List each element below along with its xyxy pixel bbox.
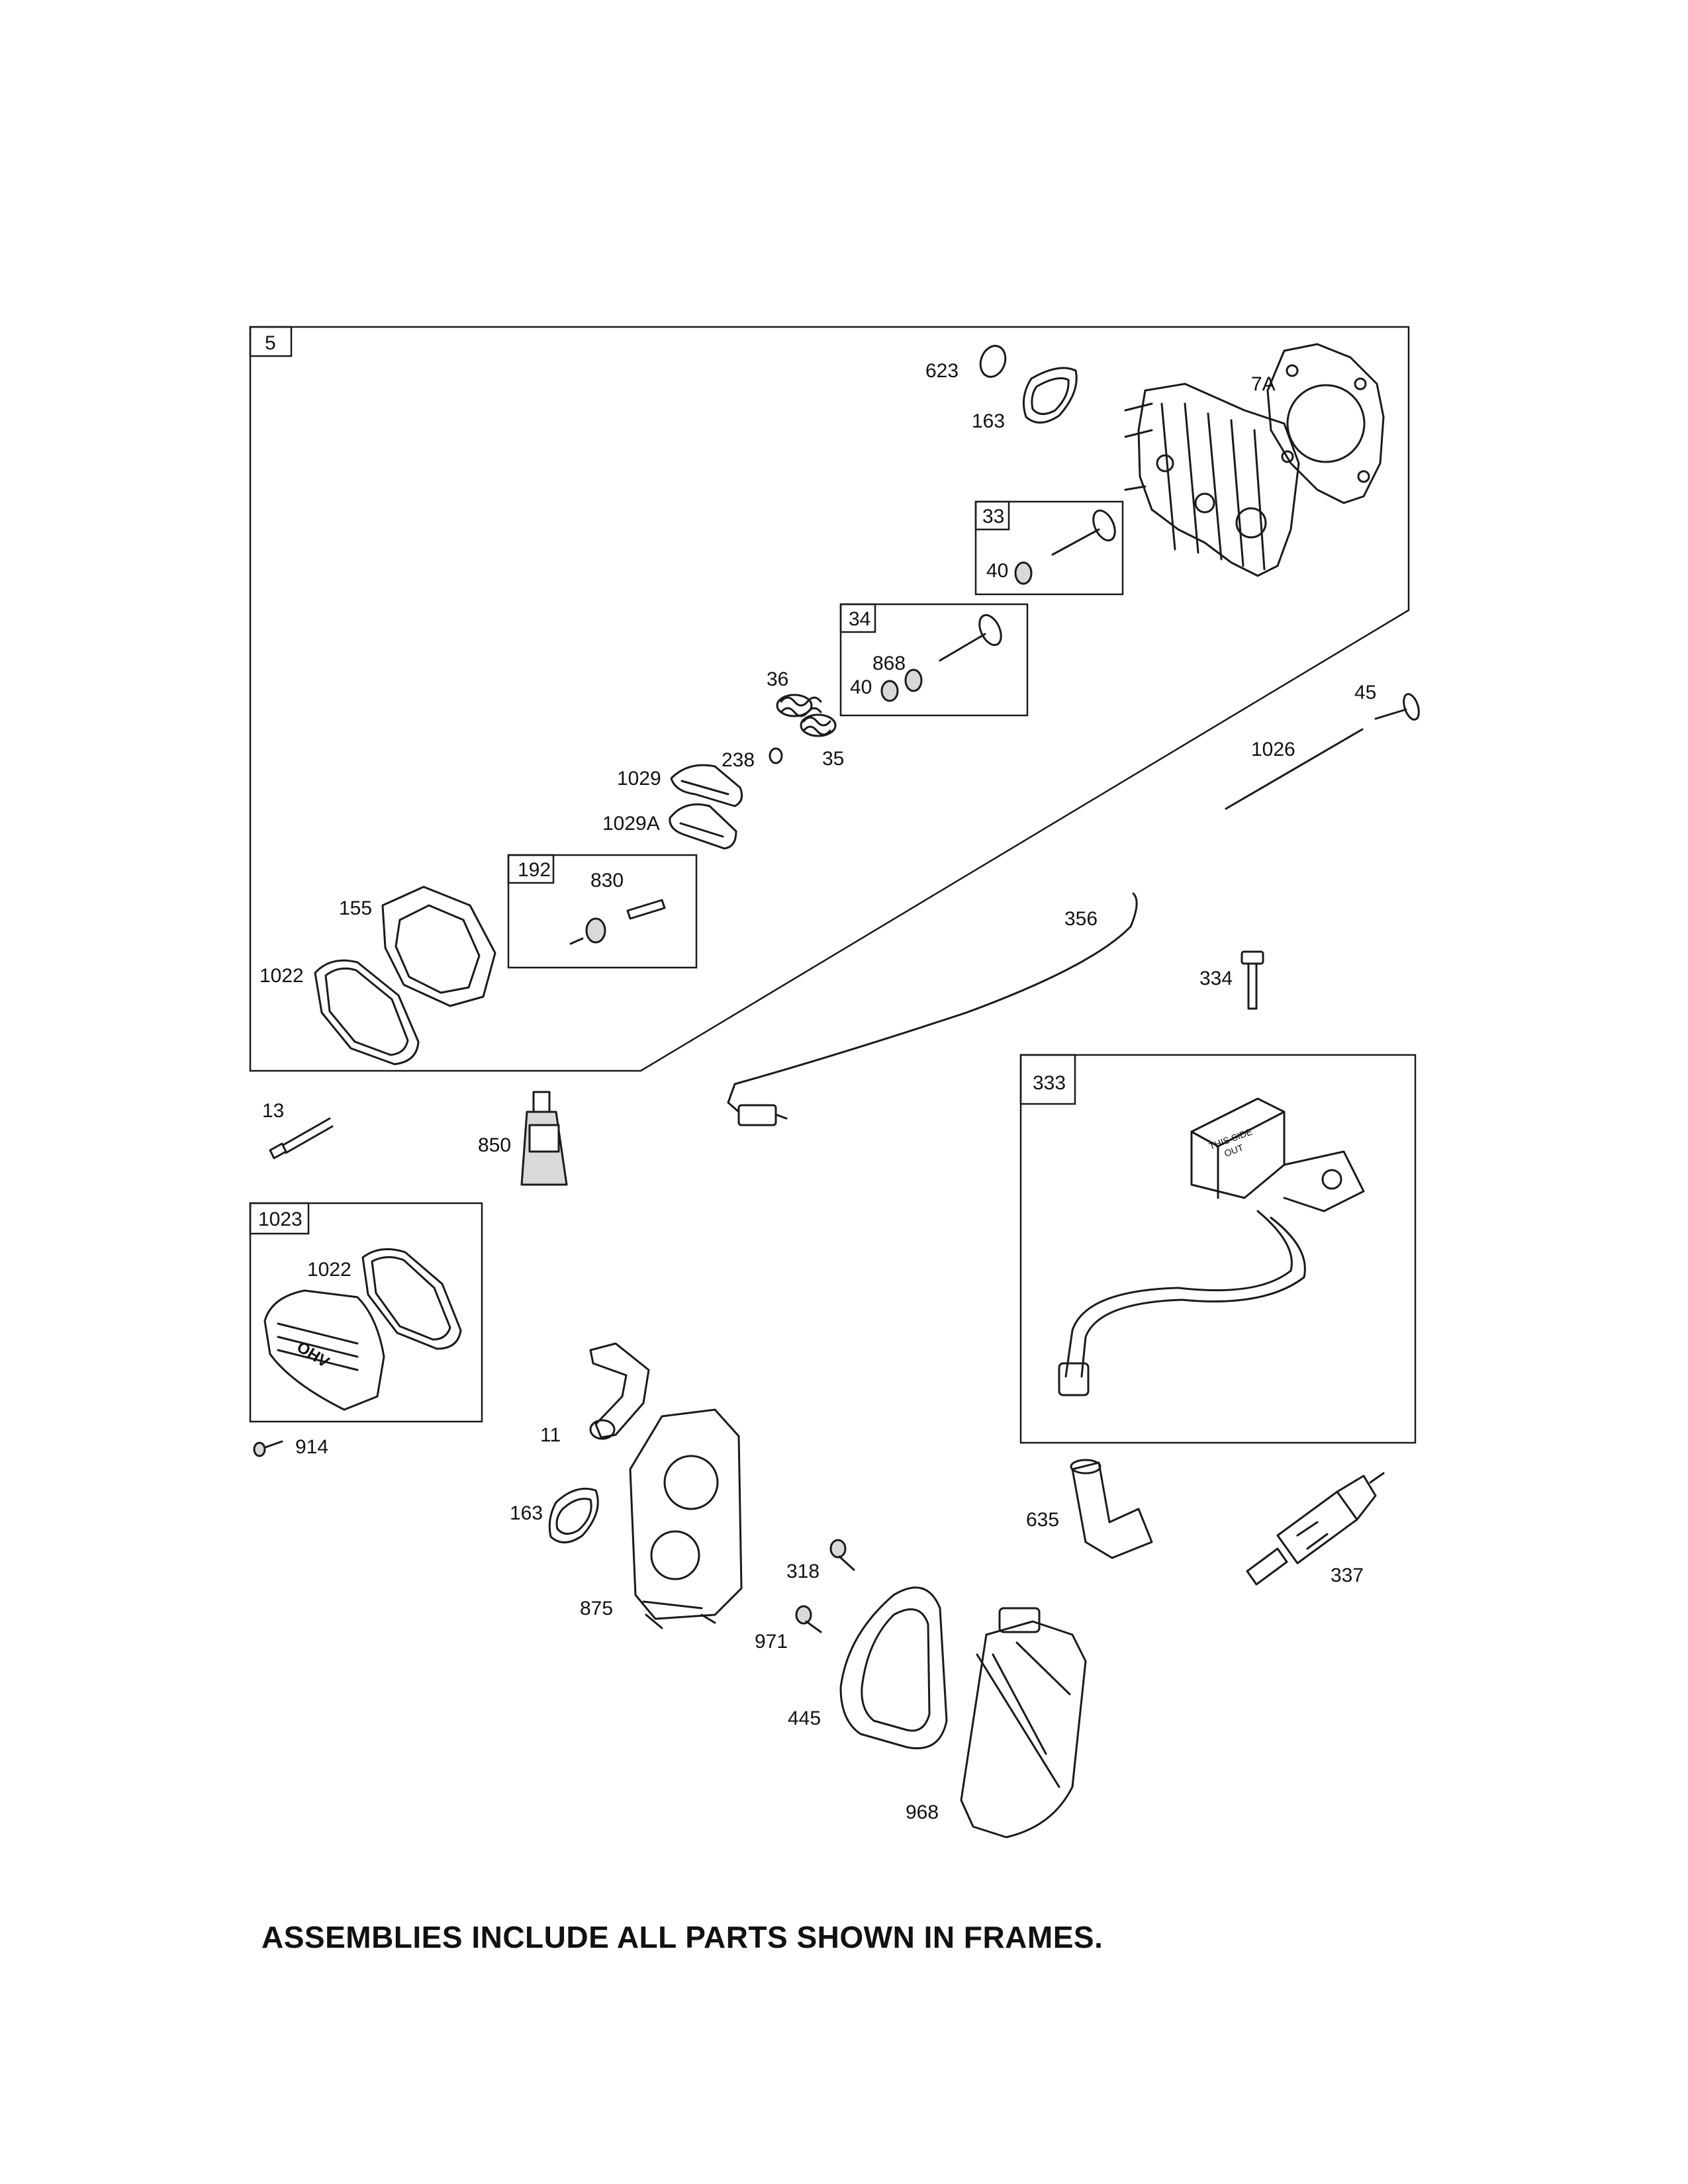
callout-445: 445 <box>788 1707 821 1729</box>
callout-1022-lower: 1022 <box>307 1259 352 1281</box>
callout-45: 45 <box>1354 682 1376 704</box>
callout-36: 36 <box>767 668 788 690</box>
callout-356: 356 <box>1064 908 1098 930</box>
screw-914 <box>253 1440 283 1457</box>
frame-1023-label: 1023 <box>258 1208 303 1230</box>
frame-34-label: 34 <box>849 608 870 630</box>
spark-plug-337 <box>1246 1472 1385 1586</box>
callout-1026: 1026 <box>1251 739 1295 760</box>
callout-1029: 1029 <box>617 768 661 790</box>
gasket-163-lower <box>548 1487 599 1543</box>
spark-plug-boot-635 <box>1070 1459 1153 1559</box>
screw-971 <box>795 1605 822 1633</box>
valve-spring-36 <box>776 694 822 717</box>
callout-40-lower: 40 <box>850 676 872 698</box>
callout-1022-upper: 1022 <box>259 965 304 987</box>
frame-34: 34 <box>839 603 1029 717</box>
callout-238: 238 <box>722 749 755 771</box>
frame-1023: 1023 <box>249 1202 483 1423</box>
callout-163-lower: 163 <box>510 1502 543 1524</box>
callout-875: 875 <box>580 1598 613 1619</box>
callout-11: 11 <box>540 1424 561 1446</box>
callout-318: 318 <box>786 1561 820 1582</box>
rocker-arm-1029 <box>670 764 743 807</box>
frame-5-label: 5 <box>265 332 276 354</box>
intake-valve-34 <box>880 614 1002 702</box>
push-rod-1026 <box>1225 728 1364 810</box>
valve-cover-1023: OHV <box>263 1289 385 1411</box>
callout-334: 334 <box>1199 968 1233 989</box>
rocker-base-155 <box>381 886 496 1007</box>
callout-1029a: 1029A <box>602 813 660 835</box>
callout-623: 623 <box>925 360 959 382</box>
cylinder-head <box>1124 383 1300 577</box>
callout-13: 13 <box>262 1100 284 1122</box>
rocker-arm-1029a <box>669 803 737 850</box>
frame-333: 333 <box>1019 1054 1417 1444</box>
exhaust-valve-33 <box>1014 509 1116 585</box>
callout-850: 850 <box>478 1134 511 1156</box>
frame-192: 192 <box>507 854 698 969</box>
callout-830: 830 <box>590 870 624 891</box>
frame-5: 5 <box>249 326 1410 1072</box>
frame-333-label: 333 <box>1033 1072 1066 1094</box>
rocker-stud-830 <box>569 899 666 945</box>
callout-7a: 7A <box>1251 373 1276 395</box>
valve-spring-35 <box>800 713 837 737</box>
callout-40-upper: 40 <box>986 560 1008 582</box>
frame-192-label: 192 <box>518 859 551 881</box>
callout-163-upper: 163 <box>972 410 1005 432</box>
gasket-163-upper <box>1022 367 1078 424</box>
sealant-tube-850 <box>520 1091 568 1186</box>
wire-356 <box>727 892 1138 1126</box>
callout-868: 868 <box>872 653 906 674</box>
bolt-334 <box>1241 950 1264 1010</box>
callout-155: 155 <box>339 897 372 919</box>
gasket-1022-lower <box>361 1248 462 1350</box>
callout-635: 635 <box>1026 1509 1059 1531</box>
assemblies-footer-note: ASSEMBLIES INCLUDE ALL PARTS SHOWN IN FR… <box>261 1920 1103 1954</box>
air-cleaner-base-875 <box>629 1408 743 1629</box>
air-cleaner-cover-968 <box>960 1607 1087 1839</box>
o-ring-623 <box>979 345 1007 378</box>
callout-35: 35 <box>822 748 844 770</box>
bolt-45 <box>1374 693 1420 721</box>
gasket-1022-upper <box>314 959 420 1066</box>
callout-968: 968 <box>906 1801 939 1823</box>
breather-tube-11 <box>589 1342 650 1440</box>
frame-33: 33 <box>974 500 1124 596</box>
air-filter-445 <box>839 1586 948 1750</box>
valve-cover-logo: OHV <box>294 1338 332 1371</box>
callout-971: 971 <box>755 1631 788 1653</box>
head-gasket-7a <box>1266 343 1385 504</box>
ignition-coil-333: THIS SIDE OUT <box>1058 1097 1365 1396</box>
screw-318 <box>829 1539 855 1571</box>
callout-337: 337 <box>1331 1565 1364 1586</box>
callout-914: 914 <box>295 1436 328 1458</box>
frame-33-label: 33 <box>982 506 1004 527</box>
bolt-13 <box>269 1117 334 1160</box>
part-238 <box>769 747 783 764</box>
